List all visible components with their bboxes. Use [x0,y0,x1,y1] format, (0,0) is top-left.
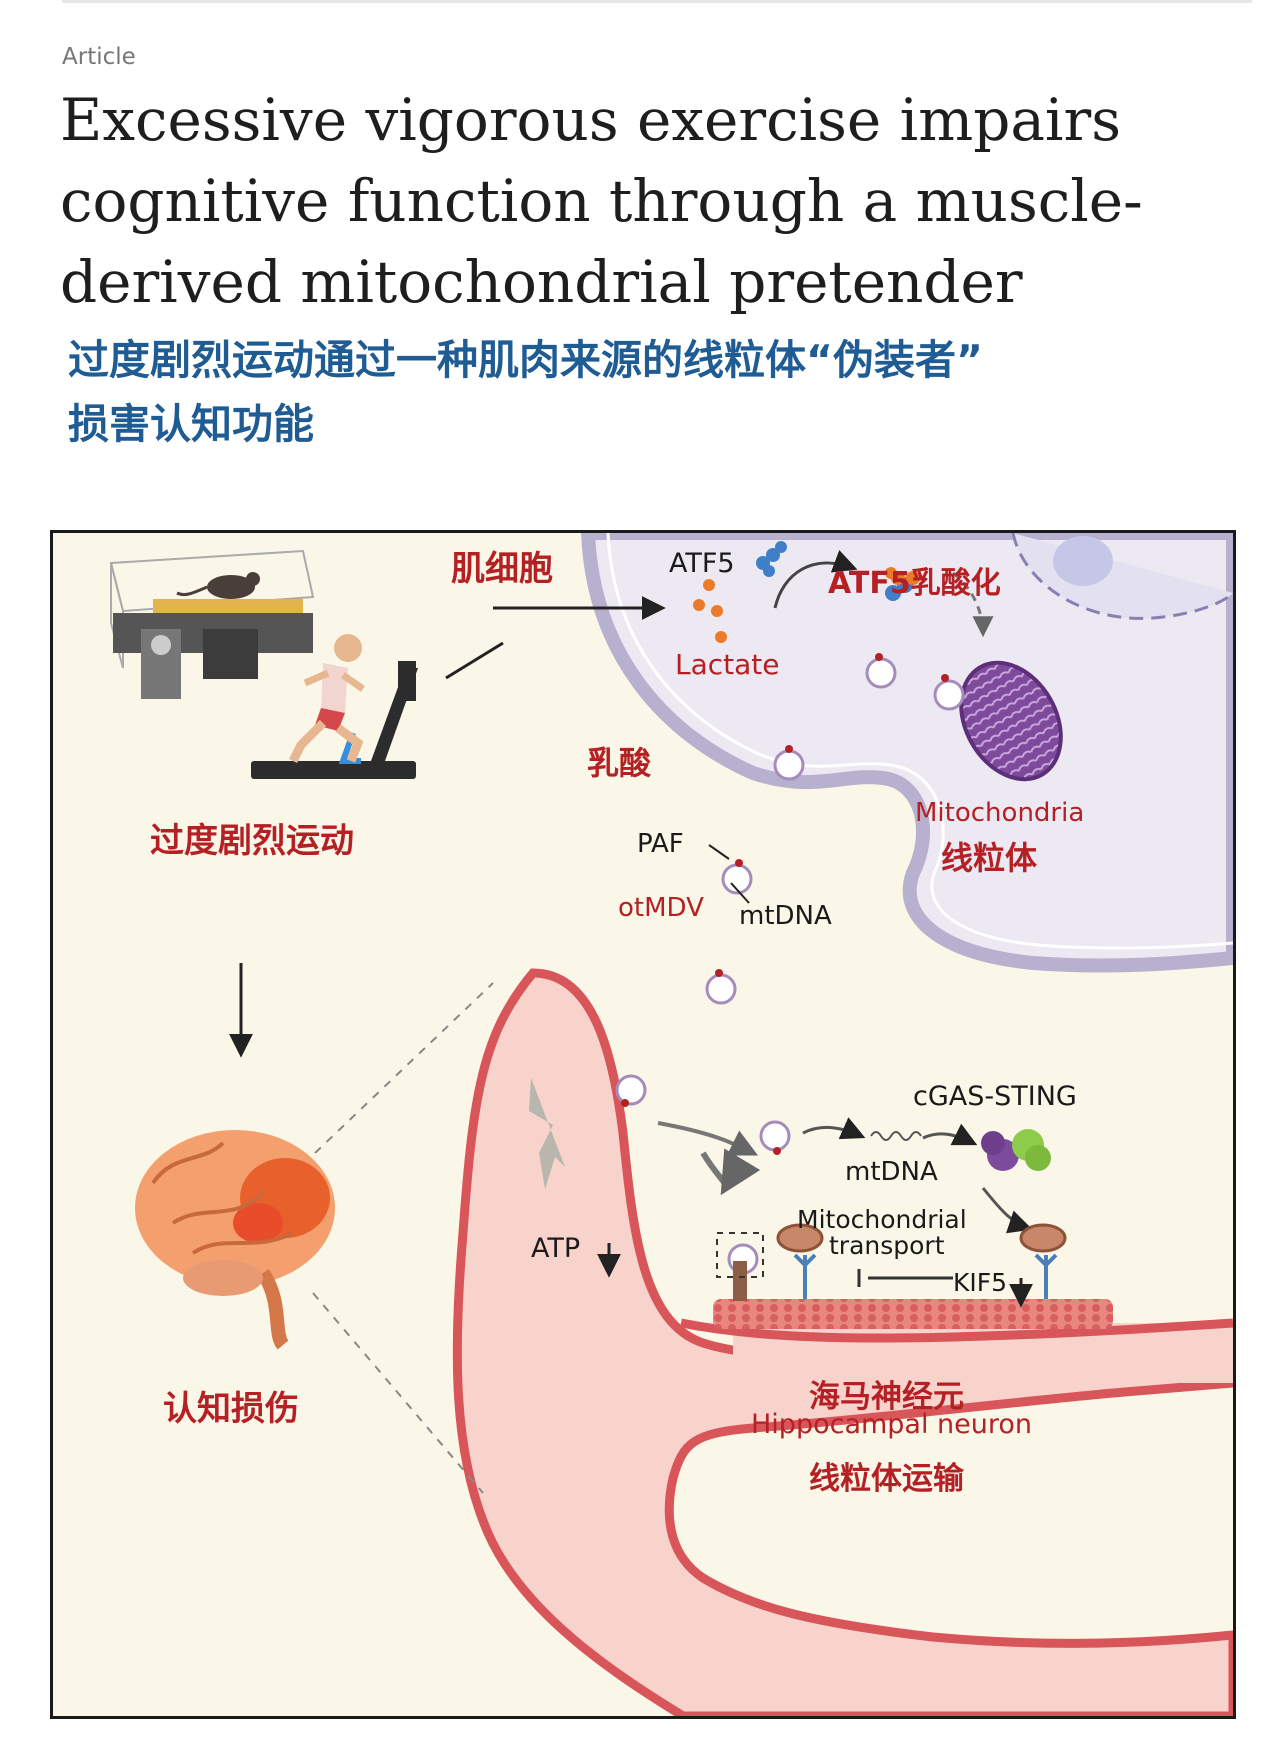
energy-deficit-icon [529,1078,565,1189]
top-divider [62,0,1252,3]
label-hippocampal-neuron-cn: 海马神经元 [809,1379,964,1415]
subtitle-line: 过度剧烈运动通过一种肌肉来源的线粒体“伪装者” [68,336,983,384]
label-mito-transport-cn: 线粒体运输 [809,1461,964,1497]
hippocampal-neuron [452,968,1233,1716]
mouse-treadmill-icon [109,549,315,699]
mtdna-helix [870,1131,922,1141]
label-mitochondria-cn: 线粒体 [941,839,1038,877]
title-line: derived mitochondrial pretender [60,248,1023,316]
zoom-line-bottom [312,1292,484,1494]
label-mtdna-2: mtDNA [845,1157,938,1187]
label-cognitive-impairment: 认知损伤 [163,1389,299,1429]
label-mtdna-1: mtDNA [739,901,832,931]
docking-highlight [716,1232,764,1278]
arrow-to-mdv [657,1121,759,1156]
label-atf5: ATF5 [669,548,735,579]
runner-icon [251,634,418,779]
mtdna-pointer [730,882,750,904]
cgas-sting-complex [981,1129,1051,1171]
label-atp: ATP [531,1233,581,1264]
lactate-molecules [693,579,727,643]
mitochondrion [959,660,1063,782]
label-cgas-sting: cGAS-STING [913,1081,1077,1112]
arrow-dashed [952,571,994,638]
label-lactate: Lactate [675,648,780,681]
title-line: Excessive vigorous exercise impairs [60,86,1121,154]
atf5-protein [756,541,787,577]
arrow-cgas [922,1123,978,1146]
arrow-mtdna [802,1117,866,1140]
paf-pointer [708,844,730,860]
subtitle-line: 损害认知功能 [68,400,314,448]
article-title: Excessive vigorous exercise impairs cogn… [60,80,1240,323]
label-muscle-cell: 肌细胞 [451,549,553,589]
label-atf5-lactylation: ATF5乳酸化 [828,566,1001,601]
graphical-abstract: 肌细胞 ATF5 ATF5乳酸化 Lactate 乳酸 Mitochondria… [50,530,1236,1719]
muscle-cell [580,533,1233,973]
label-kif5: KIF5 [953,1268,1008,1297]
mdv-vesicles [615,657,965,1275]
figure-illustration [109,533,1233,1716]
mdv-pairs [621,653,949,1155]
label-lactic-acid: 乳酸 [587,744,652,782]
neuron-mitochondria [776,1223,1067,1253]
label-excessive-exercise: 过度剧烈运动 [150,821,354,861]
docking-protein [733,1261,747,1301]
label-mitochondria-en: Mitochondria [915,798,1085,828]
nucleolus [1053,536,1113,586]
brain-icon [135,1130,335,1350]
title-line: cognitive function through a muscle- [60,167,1143,235]
arrow-to-mdv-docking [700,1148,761,1196]
label-paf: PAF [637,829,684,859]
label-otmdv: otMDV [618,893,704,923]
chinese-subtitle: 过度剧烈运动通过一种肌肉来源的线粒体“伪装者” 损害认知功能 [68,328,1248,456]
article-type-label: Article [62,44,136,70]
label-mito-transport-2: transport [829,1231,945,1260]
label-mito-transport-1: Mitochondrial [797,1205,967,1234]
microtubule-track [713,1299,1113,1329]
kinesin-receptors [793,1253,1058,1299]
arrow-to-mito [981,1187,1033,1234]
label-hippocampal-neuron-en: Hippocampal neuron [751,1409,1033,1440]
arrow-lactylation [773,550,858,609]
arrow-tail [445,641,504,680]
zoom-line-top [314,982,494,1154]
lactylated-atf5 [885,567,920,601]
